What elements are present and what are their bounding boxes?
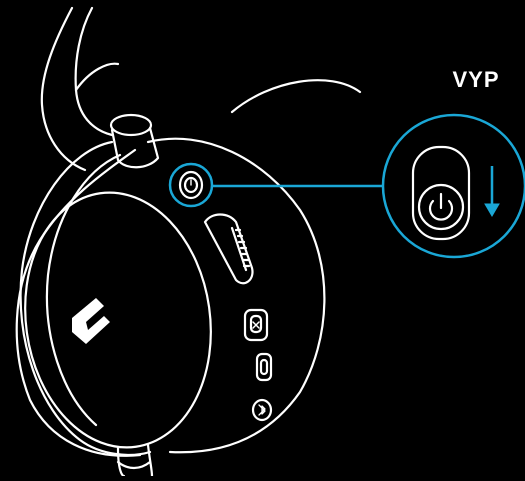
volume-wheel [205, 215, 253, 284]
bluetooth-button [253, 400, 271, 420]
power-button-small [180, 172, 202, 198]
power-switch [413, 147, 469, 239]
arrow-down-icon [485, 166, 499, 216]
power-icon [430, 194, 452, 220]
headband [42, 8, 360, 170]
callout-label: VYP [436, 68, 516, 92]
mic-mute-button [245, 310, 267, 340]
callout [170, 115, 525, 257]
bottom-stem [118, 445, 152, 476]
logo [72, 298, 110, 344]
usb-c-port [257, 354, 271, 380]
